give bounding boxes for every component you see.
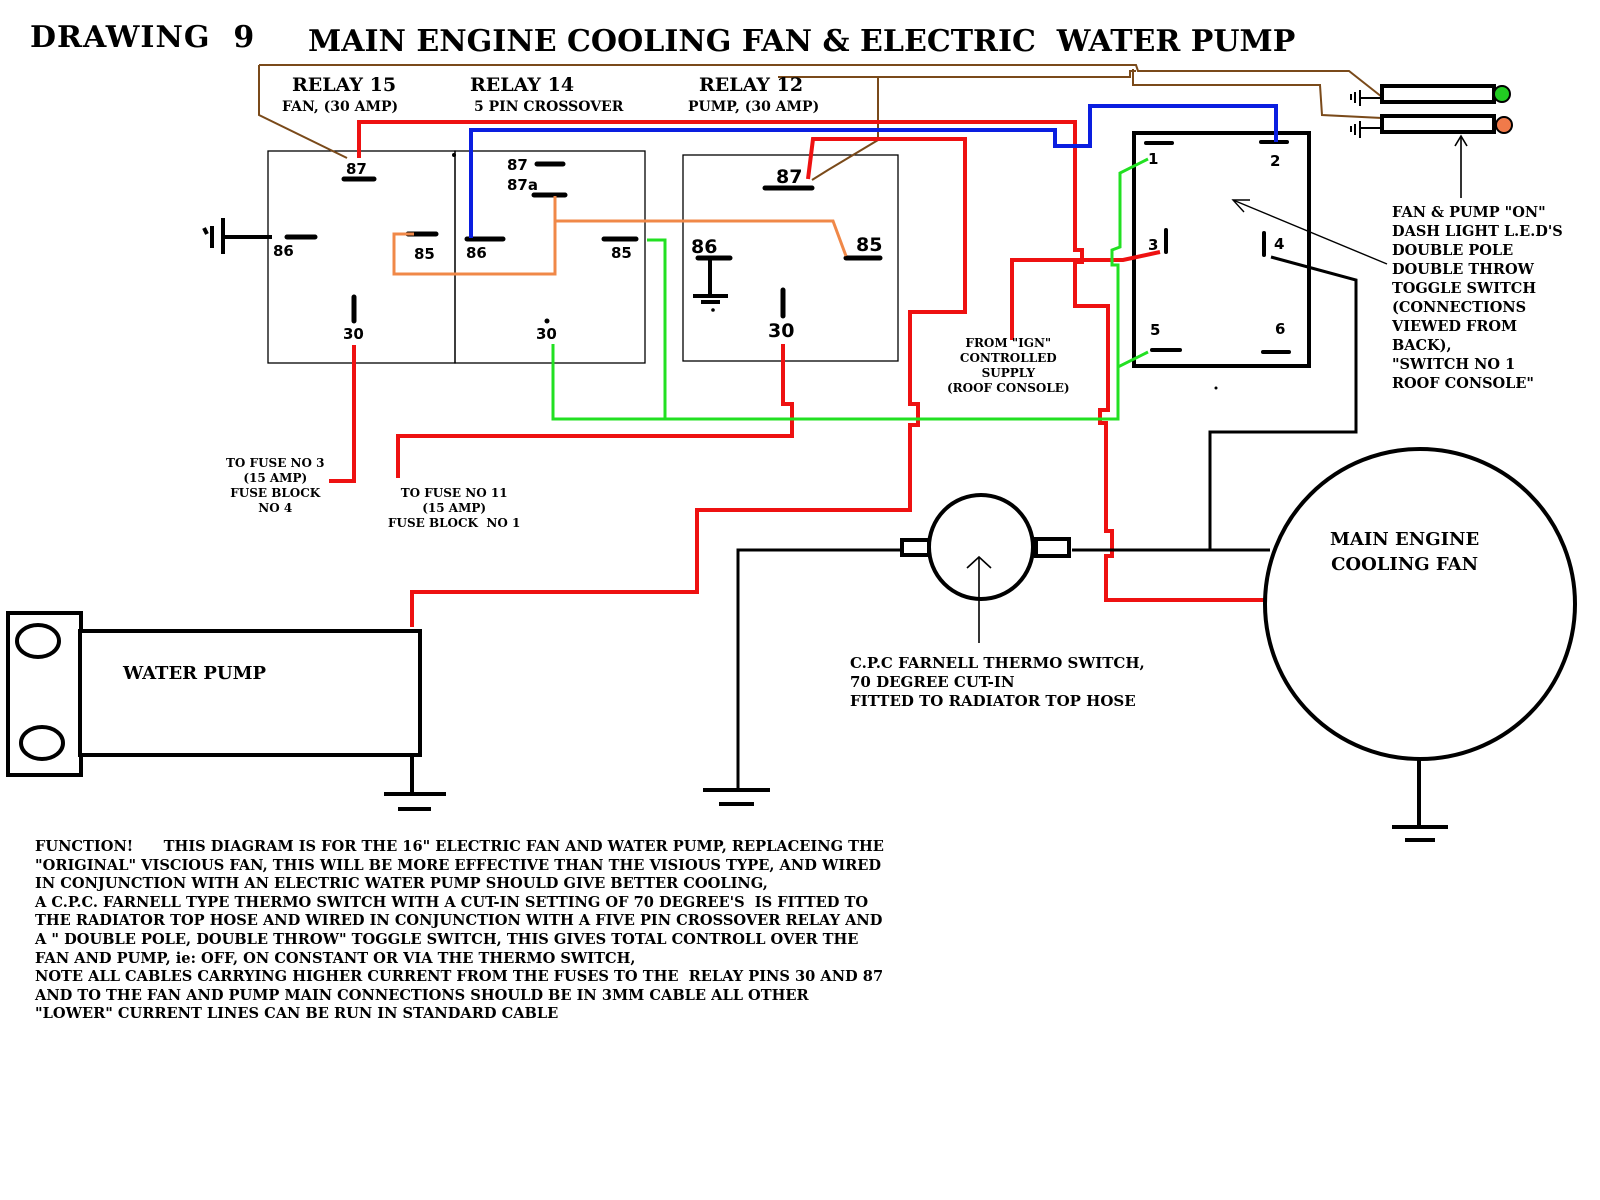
relay-14-pin-85: 85 bbox=[611, 244, 632, 262]
relay-15-pin-87: 87 bbox=[346, 160, 367, 178]
relay-14-pin-87a: 87a bbox=[507, 176, 538, 194]
water-pump[interactable] bbox=[6, 611, 422, 777]
switch-pin-3: 3 bbox=[1148, 236, 1159, 254]
led-orange-icon bbox=[1495, 116, 1513, 134]
led-label-arrow-icon bbox=[1454, 134, 1468, 198]
relay-12-box bbox=[682, 154, 899, 362]
control-wire-blue bbox=[469, 104, 1278, 238]
relay-15-pin-86: 86 bbox=[273, 242, 294, 260]
crossover-wire-orange bbox=[392, 196, 848, 276]
led-green-icon bbox=[1493, 85, 1511, 103]
relay-14-name: RELAY 14 bbox=[470, 74, 575, 96]
fan-ground-icon bbox=[1392, 759, 1448, 842]
relay-14-pins bbox=[464, 161, 639, 324]
relay-15-pin-85: 85 bbox=[414, 245, 435, 263]
control-wires-green bbox=[551, 157, 1149, 421]
switch-pin-6: 6 bbox=[1275, 320, 1286, 338]
relay-12-pin-85: 85 bbox=[856, 234, 883, 256]
relay-12-ground-icon bbox=[693, 260, 728, 304]
led-feed-wires bbox=[258, 64, 1383, 181]
relay-15-ground-icon bbox=[202, 218, 272, 254]
dash-led-pump bbox=[1350, 114, 1513, 138]
relay-15-name: RELAY 15 bbox=[292, 74, 397, 96]
dash-led-fan bbox=[1350, 84, 1511, 106]
switch-pin-4: 4 bbox=[1274, 235, 1285, 253]
relay-14-pin-86: 86 bbox=[466, 244, 487, 262]
relay-12-desc: PUMP, (30 AMP) bbox=[688, 99, 820, 115]
pump-ground-icon bbox=[384, 755, 446, 811]
switch-label-arrow-icon bbox=[1231, 199, 1388, 265]
water-pump-label: WATER PUMP bbox=[123, 663, 267, 684]
relay-14-desc: 5 PIN CROSSOVER bbox=[474, 99, 624, 115]
thermo-label-arrow-icon bbox=[966, 555, 992, 643]
ground-wires bbox=[736, 255, 1358, 790]
switch-pin-1: 1 bbox=[1148, 150, 1159, 168]
diagram-title: MAIN ENGINE COOLING FAN & ELECTRIC WATER… bbox=[308, 24, 1296, 59]
toggle-switch-pins bbox=[1144, 140, 1291, 354]
relay-14-box bbox=[454, 150, 646, 364]
relay-14-pin-30: 30 bbox=[536, 325, 557, 343]
thermo-ground-icon bbox=[703, 788, 770, 806]
cooling-fan[interactable] bbox=[1263, 447, 1577, 761]
switch-pin-5: 5 bbox=[1150, 321, 1161, 339]
relay-12-pin-87: 87 bbox=[776, 166, 803, 188]
drawing-number: DRAWING 9 bbox=[30, 20, 256, 55]
relay-15-desc: FAN, (30 AMP) bbox=[282, 99, 399, 115]
relay-12-pins bbox=[695, 185, 883, 319]
thermo-switch[interactable] bbox=[900, 493, 1071, 601]
toggle-switch-body[interactable] bbox=[1132, 131, 1311, 368]
thermo-switch-label: C.P.C FARNELL THERMO SWITCH, 70 DEGREE C… bbox=[850, 654, 1145, 710]
relay-12-pin-86: 86 bbox=[691, 236, 718, 258]
cooling-fan-label: MAIN ENGINE COOLING FAN bbox=[1330, 529, 1480, 575]
relay-12-pin-30: 30 bbox=[768, 320, 795, 342]
fuse-11-label: TO FUSE NO 11 (15 AMP) FUSE BLOCK NO 1 bbox=[388, 486, 521, 530]
relay-14-pin-87: 87 bbox=[507, 156, 528, 174]
function-description: FUNCTION! THIS DIAGRAM IS FOR THE 16" EL… bbox=[35, 838, 884, 1023]
ign-supply-label: FROM "IGN" CONTROLLED SUPPLY (ROOF CONSO… bbox=[947, 336, 1070, 395]
toggle-switch-label: FAN & PUMP "ON" DASH LIGHT L.E.D'S DOUBL… bbox=[1392, 204, 1563, 392]
relay-12-name: RELAY 12 bbox=[699, 74, 804, 96]
relay-15-pins bbox=[284, 176, 439, 324]
switch-pin-2: 2 bbox=[1270, 152, 1281, 170]
fuse-3-label: TO FUSE NO 3 (15 AMP) FUSE BLOCK NO 4 bbox=[226, 456, 325, 515]
relay-15-pin-30: 30 bbox=[343, 325, 364, 343]
